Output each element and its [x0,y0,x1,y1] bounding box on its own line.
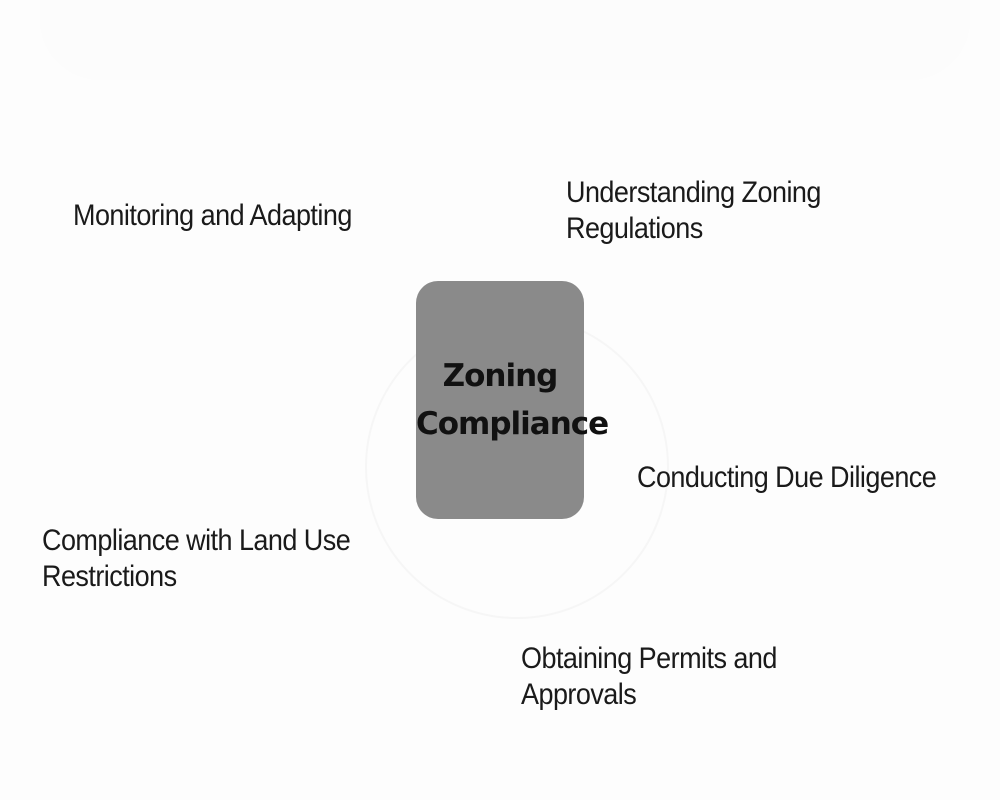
node-compliance-with-land-use-restrictions: Compliance with Land Use Restrictions [42,524,351,593]
node-obtaining-permits-and-approvals: Obtaining Permits and Approvals [521,642,777,711]
center-title-line-1: Zoning [442,358,559,394]
center-title-line-2: Compliance [416,406,609,442]
node-understanding-zoning-regulations: Understanding Zoning Regulations [566,176,821,245]
center-node: Zoning Compliance [416,281,609,519]
node-monitoring-and-adapting: Monitoring and Adapting [73,199,352,232]
node-conducting-due-diligence: Conducting Due Diligence [637,461,937,494]
background-band [40,0,970,80]
